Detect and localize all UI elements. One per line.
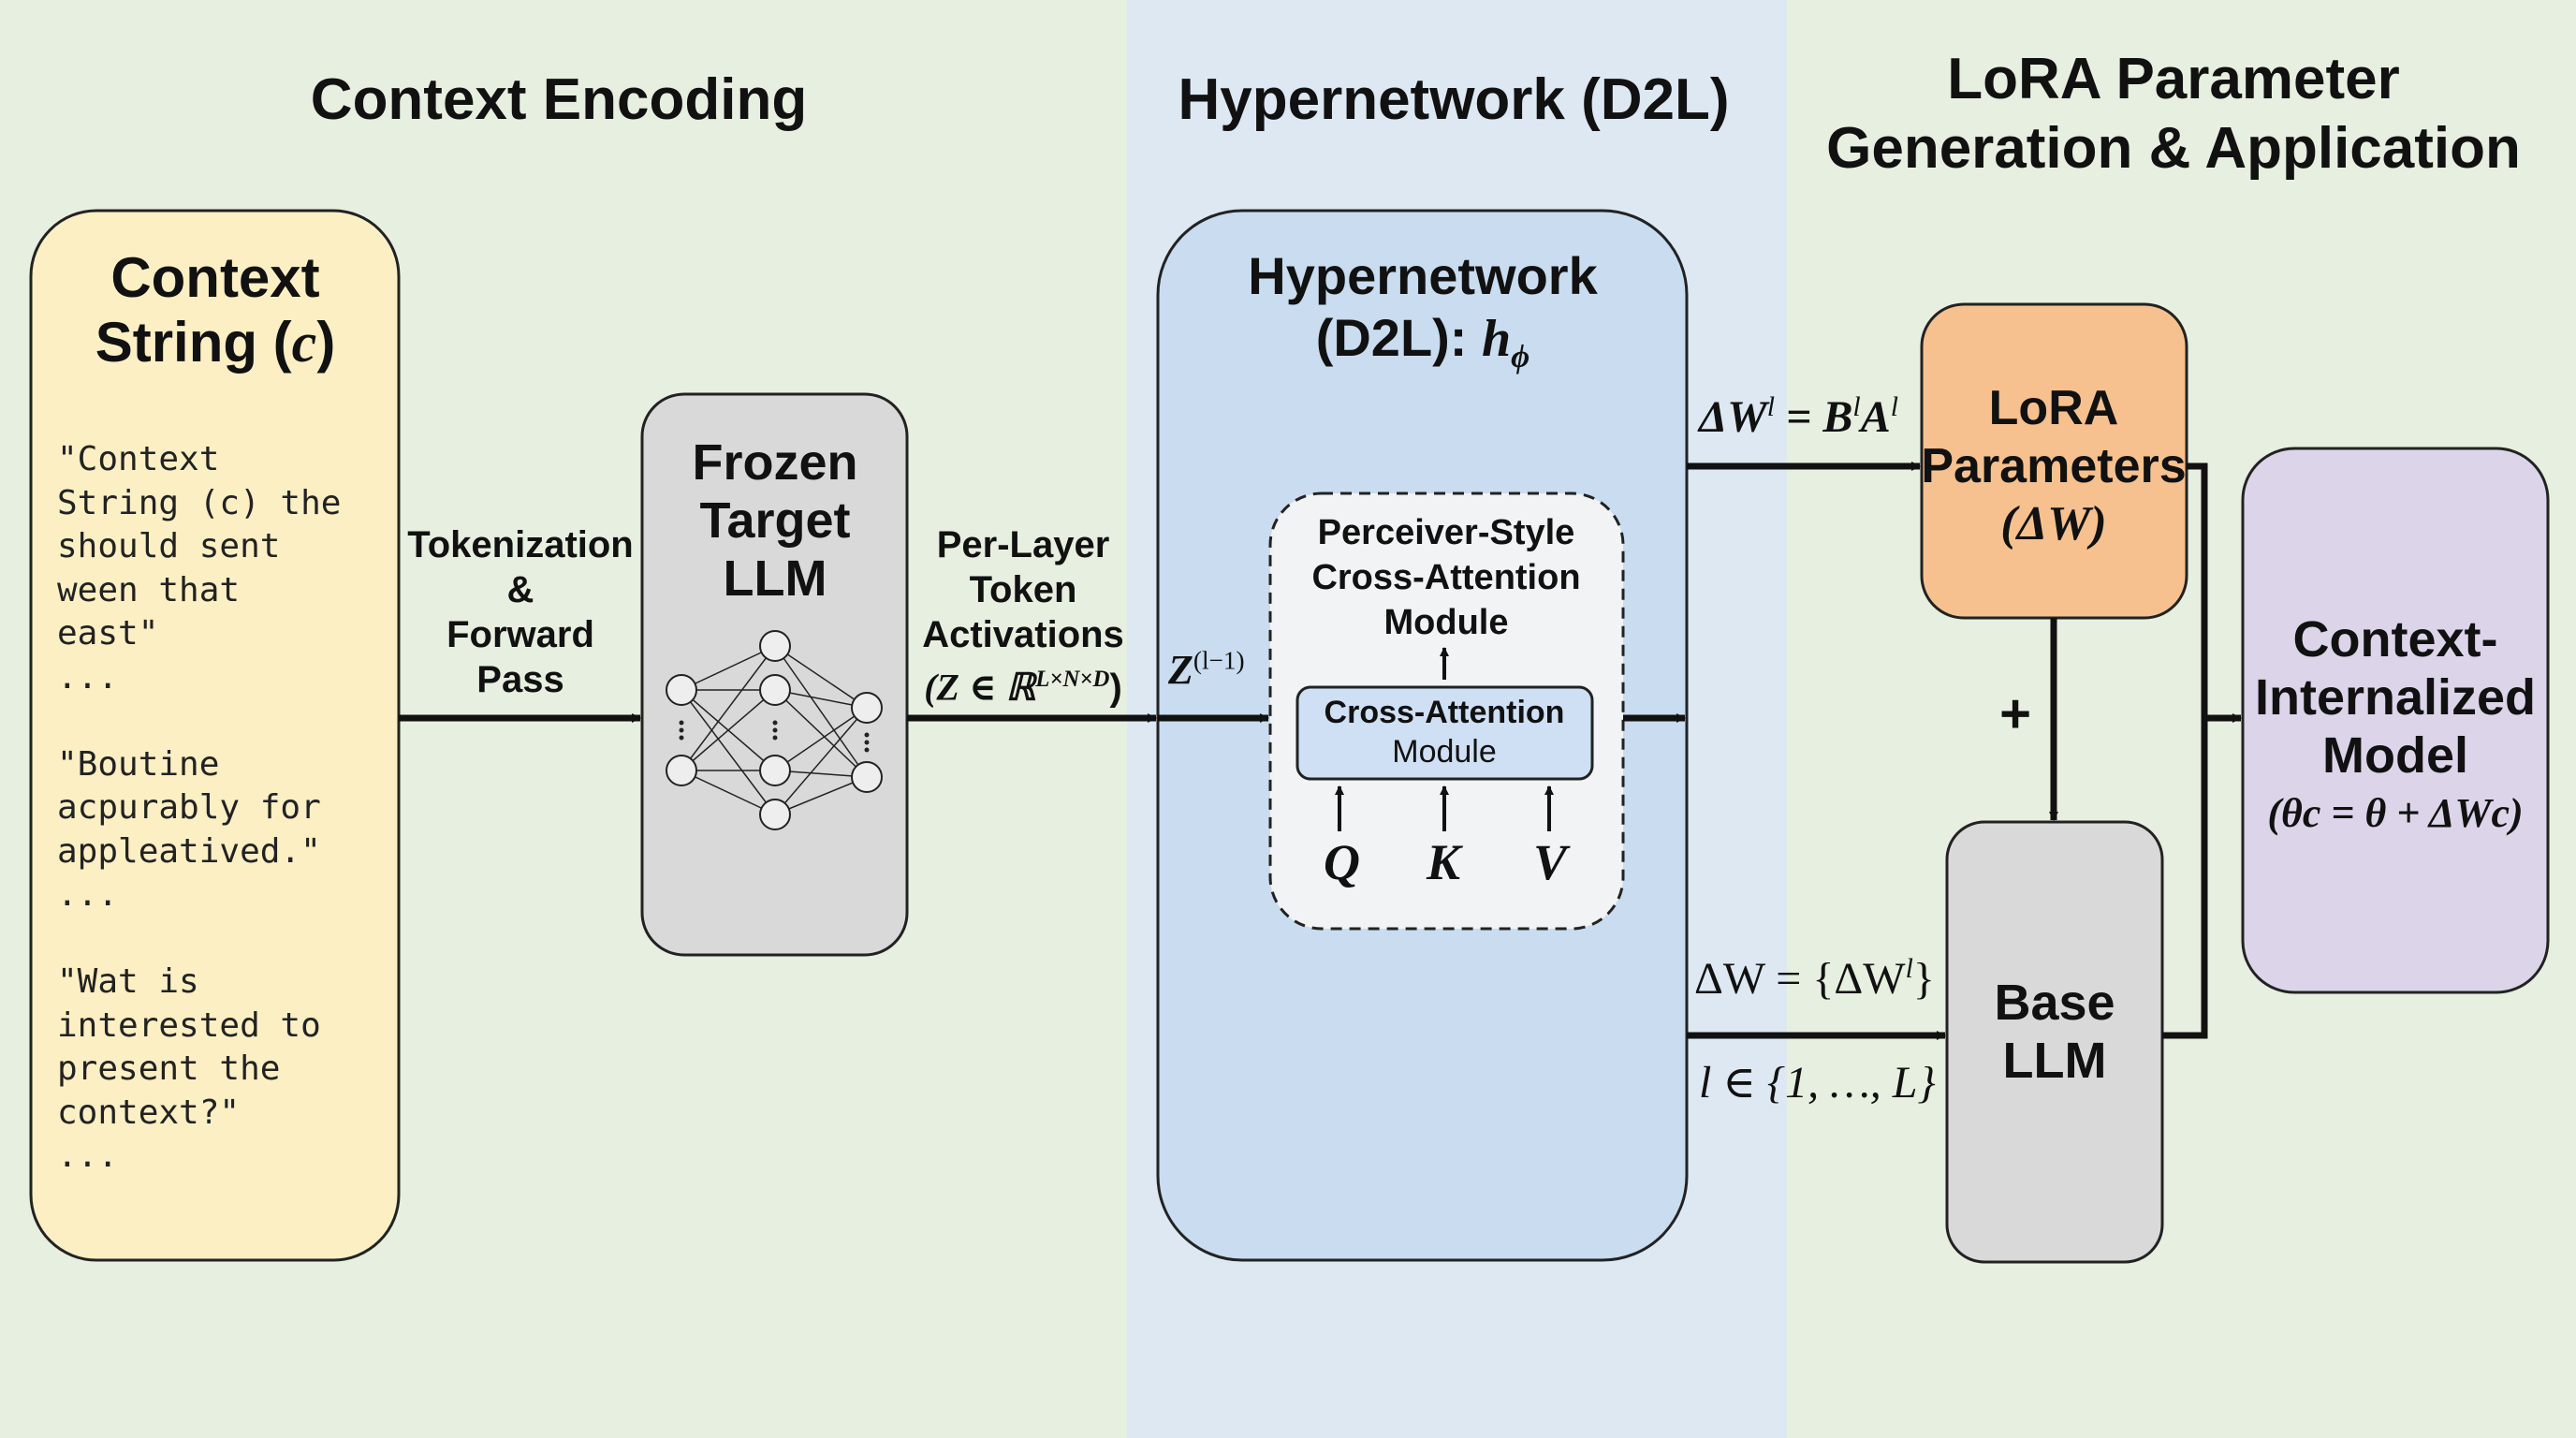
internalized-line1: Context- [2292, 611, 2498, 668]
layer-range-label: l ∈ {1, …, L} [1699, 1058, 1936, 1108]
tokenization-line3: Forward [446, 614, 594, 655]
cross-attention-box [1295, 685, 1594, 781]
section-title-context-encoding: Context Encoding [310, 67, 808, 132]
frozen-llm-line1: Frozen [692, 434, 858, 491]
tokenization-line1: Tokenization [407, 524, 634, 565]
section-title-lora-line2: Generation & Application [1826, 116, 2521, 182]
lora-parameters-title: LoRA Parameters (ΔW) [1921, 379, 2186, 553]
perceiver-line2: Cross-Attention [1311, 558, 1581, 597]
connector-merge [2162, 462, 2208, 1039]
q-label: Q [1324, 833, 1360, 891]
delta-w-l-label: ΔWl = BlAl [1699, 391, 1898, 442]
delta-w-l-lhs: ΔW [1699, 392, 1767, 442]
base-llm-line2: LLM [2002, 1033, 2107, 1089]
context-string-box [29, 209, 401, 1262]
activations-math-close: ) [1109, 667, 1122, 709]
frozen-llm-line3: LLM [723, 550, 827, 607]
frozen-llm-title: Frozen Target LLM [692, 433, 857, 608]
delta-w-set-close: } [1912, 954, 1935, 1004]
context-title-text: String ( [95, 311, 292, 374]
cross-attention-line2: Module [1392, 734, 1497, 770]
q-symbol: Q [1324, 834, 1360, 890]
lora-line1: LoRA [1988, 381, 2119, 435]
context-string-text: "Context String (c) the should sent ween… [57, 440, 342, 1175]
context-title-line2: String (c) [95, 310, 336, 375]
tokenization-line2: & [506, 569, 534, 610]
lora-line2: Parameters [1921, 439, 2187, 493]
internalized-line3: Model [2322, 727, 2468, 784]
cross-attention-line1: Cross-Attention [1324, 695, 1565, 730]
z-superscript: (l−1) [1193, 646, 1245, 675]
section-title-hypernetwork: Hypernetwork (D2L) [1178, 67, 1730, 132]
hypernetwork-title-line1: Hypernetwork [1248, 246, 1598, 305]
delta-w-l-rhs: = B [1786, 392, 1853, 442]
k-label: K [1427, 833, 1460, 891]
v-symbol: V [1533, 834, 1568, 890]
context-title-line1: Context [110, 246, 320, 309]
activations-math-text: (Z ∈ ℝ [924, 666, 1036, 709]
activations-math-sup: L×N×D [1035, 667, 1110, 692]
lora-line3: (ΔW) [2000, 497, 2107, 550]
hypernetwork-title-line2: (D2L): hϕ [1248, 307, 1597, 388]
context-string-title: Context String (c) [95, 245, 336, 375]
internalized-formula: (θc = θ + ΔWc) [2267, 790, 2524, 836]
activations-line1: Per-Layer [936, 524, 1110, 565]
internalized-title: Context- Internalized Model (θc = θ + ΔW… [2255, 610, 2536, 843]
v-label: V [1533, 833, 1567, 891]
hypernetwork-subscript: ϕ [1511, 338, 1530, 375]
hypernetwork-title: Hypernetwork (D2L): hϕ [1248, 245, 1597, 388]
activations-line3: Activations [922, 614, 1124, 655]
base-llm-line1: Base [1994, 975, 2115, 1031]
context-internalized-box [2241, 447, 2550, 994]
activations-label: Per-Layer Token Activations (Z ∈ ℝL×N×D) [922, 522, 1124, 710]
z-input-label: Z(l−1) [1168, 646, 1245, 694]
base-llm-title: Base LLM [1994, 974, 2115, 1090]
context-title-close: ) [316, 311, 336, 374]
delta-w-set-text: ΔW = {ΔW [1694, 954, 1906, 1004]
delta-w-set-label: ΔW = {ΔWl} [1694, 953, 1935, 1004]
cross-attention-label: Cross-Attention Module [1325, 693, 1565, 771]
tokenization-label: Tokenization & Forward Pass [407, 522, 633, 702]
z-symbol: Z [1168, 647, 1193, 693]
perceiver-title: Perceiver-Style Cross-Attention Module [1311, 510, 1580, 645]
activations-math: (Z ∈ ℝL×N×D) [922, 657, 1124, 710]
tokenization-line4: Pass [476, 659, 564, 700]
hypernetwork-symbol: h [1482, 310, 1512, 368]
internalized-line2: Internalized [2254, 669, 2537, 726]
section-title-lora-line1: LoRA Parameter [1947, 47, 2400, 111]
context-title-var: c [291, 312, 317, 374]
k-symbol: K [1427, 834, 1461, 890]
hypernetwork-title-text: (D2L): [1315, 308, 1483, 367]
frozen-llm-line2: Target [699, 492, 851, 549]
perceiver-line1: Perceiver-Style [1317, 513, 1575, 552]
perceiver-line3: Module [1383, 603, 1509, 642]
section-title-lora: LoRA Parameter Generation & Application [1826, 45, 2521, 184]
neural-network-icon [666, 630, 883, 830]
activations-line2: Token [969, 569, 1077, 610]
base-llm-box [1945, 820, 2164, 1264]
plus-sign: + [1999, 683, 2031, 744]
